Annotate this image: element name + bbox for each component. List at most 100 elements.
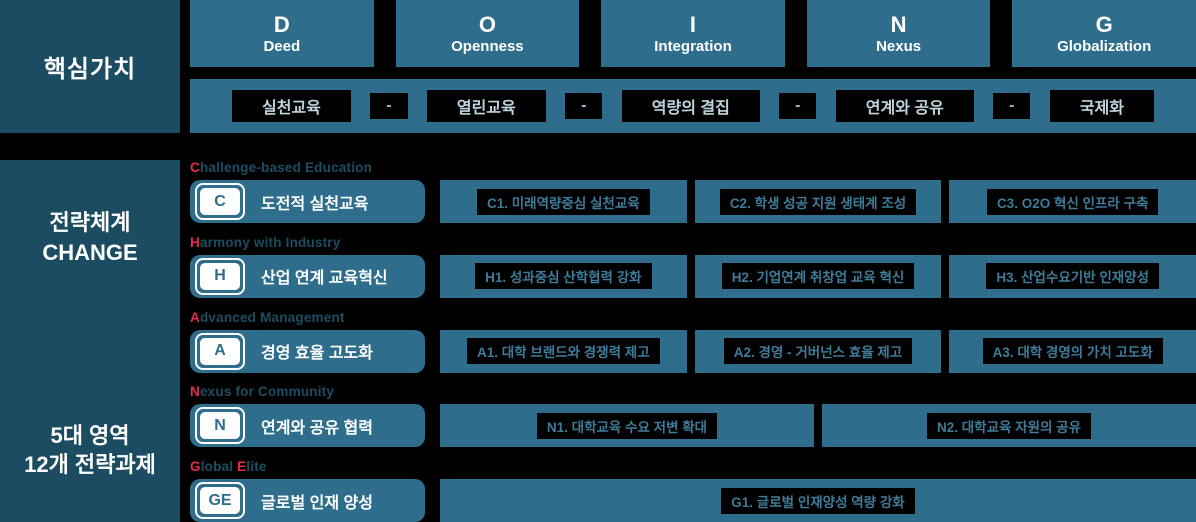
- areas-title: 5대 영역 12개 전략과제: [0, 421, 180, 480]
- task-box: A2. 경영 - 거버넌스 효율 제고: [694, 329, 942, 373]
- value-word: Integration: [654, 37, 732, 55]
- value-letter: O: [478, 12, 496, 38]
- strategy-row-advanced: Advanced Management A 경영 효율 고도화 A1. 대학 브…: [190, 310, 1196, 373]
- heading-accent: E: [237, 459, 247, 474]
- value-letter: N: [890, 12, 907, 38]
- strategy-side-panel: 전략체계 CHANGE 5대 영역 12개 전략과제: [0, 160, 180, 522]
- value-separator: -: [779, 93, 817, 119]
- strategy-row-global: Global Elite GE 글로벌 인재 양성 G1. 글로벌 인재양성 역…: [190, 459, 1196, 522]
- value-separator: -: [565, 93, 603, 119]
- task-box: C1. 미래역량중심 실천교육: [440, 180, 687, 223]
- value-box-globalization: G Globalization: [1012, 0, 1196, 67]
- heading-accent: N: [190, 384, 200, 400]
- strategy-system-line2: CHANGE: [42, 239, 138, 265]
- strategy-section: 전략체계 CHANGE 5대 영역 12개 전략과제 Challenge-bas…: [0, 160, 1196, 522]
- core-values-content: D Deed O Openness I Integration N Nexus …: [190, 0, 1196, 133]
- strategy-heading-challenge: Challenge-based Education: [190, 160, 1196, 176]
- strategy-row-harmony: Harmony with Industry H 산업 연계 교육혁신 H1. 성…: [190, 235, 1196, 298]
- task-list: A1. 대학 브랜드와 경쟁력 제고 A2. 경영 - 거버넌스 효율 제고 A…: [440, 329, 1196, 373]
- strategy-badge: A: [200, 337, 240, 365]
- task-box: A3. 대학 경영의 가치 고도화: [949, 329, 1196, 373]
- value-word: Nexus: [876, 37, 922, 55]
- heading-text: lobal: [200, 459, 238, 474]
- value-word: Openness: [451, 37, 524, 55]
- strategy-badge: C: [200, 188, 240, 215]
- value-box-integration: I Integration: [601, 0, 785, 67]
- task-text: C2. 학생 성공 지원 생태계 조성: [719, 188, 917, 215]
- strategy-label: 글로벌 인재 양성: [261, 494, 373, 512]
- task-text: H1. 성과중심 산학협력 강화: [475, 263, 652, 290]
- strategy-pill-ge: GE 글로벌 인재 양성: [190, 479, 425, 522]
- task-text: C3. O2O 혁신 인프라 구축: [986, 188, 1159, 215]
- heading-accent: A: [190, 309, 200, 325]
- strategy-pill-h: H 산업 연계 교육혁신: [190, 254, 425, 298]
- value-word: Globalization: [1057, 37, 1152, 55]
- heading-accent: C: [190, 160, 200, 175]
- task-box: C2. 학생 성공 지원 생태계 조성: [694, 180, 942, 223]
- task-box: A1. 대학 브랜드와 경쟁력 제고: [440, 329, 687, 373]
- task-box: C3. O2O 혁신 인프라 구축: [949, 180, 1196, 223]
- task-text: H2. 기업연계 취창업 교육 혁신: [721, 263, 915, 290]
- heading-text: exus for Community: [199, 384, 335, 400]
- value-letter: D: [273, 12, 290, 38]
- task-box: H1. 성과중심 산학협력 강화: [440, 254, 687, 298]
- value-term: 역량의 결집: [621, 90, 760, 122]
- task-text: A1. 대학 브랜드와 경쟁력 제고: [467, 338, 660, 364]
- heading-accent: G: [190, 459, 201, 474]
- badge-frame: H: [195, 257, 245, 295]
- heading-text: armony with Industry: [199, 234, 341, 250]
- strategy-pill-a: A 경영 효율 고도화: [190, 329, 425, 373]
- task-box: H3. 산업수요기반 인재양성: [949, 254, 1196, 298]
- value-box-nexus: N Nexus: [806, 0, 991, 67]
- task-text: A2. 경영 - 거버넌스 효율 제고: [723, 338, 913, 364]
- strategy-pill-n: N 연계와 공유 협력: [190, 404, 425, 448]
- section-divider: [0, 133, 1196, 160]
- strategy-system-title: 전략체계 CHANGE: [0, 208, 180, 267]
- task-list: N1. 대학교육 수요 저변 확대 N2. 대학교육 자원의 공유: [440, 404, 1196, 448]
- task-box: N2. 대학교육 자원의 공유: [822, 404, 1196, 448]
- value-term: 국제화: [1049, 90, 1154, 122]
- heading-text: lite: [246, 459, 267, 474]
- strategy-label: 연계와 공유 협력: [261, 419, 373, 437]
- strategy-system-line1: 전략체계: [49, 210, 131, 235]
- strategy-heading-global: Global Elite: [190, 459, 1196, 475]
- strategy-row-challenge: Challenge-based Education C 도전적 실천교육 C1.…: [190, 160, 1196, 223]
- task-list: H1. 성과중심 산학협력 강화 H2. 기업연계 취창업 교육 혁신 H3. …: [440, 254, 1196, 298]
- core-values-section: 핵심가치 D Deed O Openness I Integration N N: [0, 0, 1196, 133]
- core-values-title-label: 핵심가치: [43, 56, 137, 83]
- value-term: 연계와 공유: [835, 90, 974, 122]
- value-box-deed: D Deed: [190, 0, 374, 67]
- task-box: N1. 대학교육 수요 저변 확대: [440, 404, 814, 448]
- areas-line2: 12개 전략과제: [24, 452, 156, 478]
- value-box-openness: O Openness: [395, 0, 580, 67]
- strategy-badge: H: [200, 262, 240, 290]
- strategy-label: 경영 효율 고도화: [261, 345, 373, 362]
- value-word: Deed: [263, 37, 301, 55]
- strategy-badge: GE: [200, 487, 240, 514]
- task-text: G1. 글로벌 인재양성 역량 강화: [721, 487, 915, 514]
- task-text: A3. 대학 경영의 가치 고도화: [982, 338, 1163, 364]
- task-text: H3. 산업수요기반 인재양성: [986, 263, 1160, 290]
- value-term: 열린교육: [426, 90, 546, 122]
- heading-text: dvanced Management: [199, 309, 345, 325]
- strategy-rows: Challenge-based Education C 도전적 실천교육 C1.…: [190, 160, 1196, 522]
- core-values-bar: 실천교육 - 열린교육 - 역량의 결집 - 연계와 공유 - 국제화: [190, 79, 1196, 133]
- task-list: G1. 글로벌 인재양성 역량 강화: [440, 479, 1196, 522]
- task-box: H2. 기업연계 취창업 교육 혁신: [694, 254, 942, 298]
- task-box: G1. 글로벌 인재양성 역량 강화: [440, 479, 1196, 522]
- strategy-label: 산업 연계 교육혁신: [261, 270, 388, 288]
- task-list: C1. 미래역량중심 실천교육 C2. 학생 성공 지원 생태계 조성 C3. …: [440, 180, 1196, 223]
- badge-frame: C: [195, 183, 245, 220]
- value-letter: I: [689, 12, 697, 38]
- strategy-heading-advanced: Advanced Management: [190, 310, 1196, 326]
- badge-frame: GE: [195, 482, 245, 519]
- areas-line1: 5대 영역: [50, 422, 130, 448]
- core-values-title: 핵심가치: [0, 0, 180, 133]
- value-separator: -: [993, 93, 1031, 119]
- value-term: 실천교육: [232, 90, 351, 122]
- value-letter: G: [1095, 12, 1113, 38]
- strategy-heading-harmony: Harmony with Industry: [190, 235, 1196, 251]
- task-text: C1. 미래역량중심 실천교육: [476, 188, 650, 215]
- doing-letter-row: D Deed O Openness I Integration N Nexus …: [190, 0, 1196, 67]
